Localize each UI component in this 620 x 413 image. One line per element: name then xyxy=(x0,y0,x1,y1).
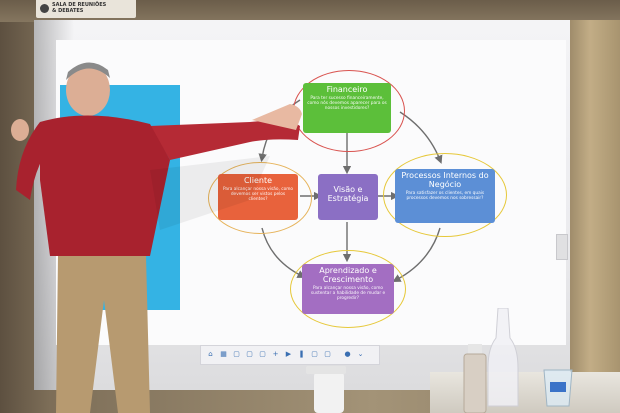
node-cliente-desc: Para alcançar nossa visão, como devemos … xyxy=(222,187,294,202)
play-icon[interactable]: ▶ xyxy=(285,350,292,358)
ring-processos xyxy=(383,153,507,237)
table xyxy=(430,372,620,413)
sign-line1: SALA DE REUNIÕES xyxy=(52,2,107,8)
wooden-post xyxy=(570,20,620,413)
node-visao-title: Visão e Estratégia xyxy=(327,185,369,203)
pause-icon[interactable]: ❚ xyxy=(298,350,305,358)
page-icon[interactable]: ▢ xyxy=(246,350,253,358)
page-icon[interactable]: ▢ xyxy=(233,350,240,358)
node-processos-title: Processos Internos do Negócio xyxy=(401,171,489,189)
presenter-toolbar: ⌂ ▦ ▢ ▢ ▢ + ▶ ❚ ▢ ▢ ● ⌄ xyxy=(200,345,380,365)
wall-top xyxy=(0,0,620,22)
node-aprendizado-desc: Para alcançar nossa visão, como sustenta… xyxy=(310,286,386,301)
node-visao: Visão e Estratégia xyxy=(318,174,378,220)
node-financeiro-desc: Para ter sucesso financeiramente, como n… xyxy=(307,96,387,111)
node-cliente-title: Cliente xyxy=(221,176,295,185)
page-icon[interactable]: ▢ xyxy=(324,350,331,358)
node-aprendizado: Aprendizado e Crescimento Para alcançar … xyxy=(302,264,394,314)
page-icon[interactable]: ▢ xyxy=(311,350,318,358)
ring-aprendizado xyxy=(290,250,406,328)
circle-icon[interactable]: ● xyxy=(344,350,351,358)
node-processos-desc: Para satisfazer os clientes, em quais pr… xyxy=(405,191,485,201)
node-cliente: Cliente Para alcançar nossa visão, como … xyxy=(218,174,298,220)
node-aprendizado-title: Aprendizado e Crescimento xyxy=(319,266,377,284)
home-icon[interactable]: ⌂ xyxy=(208,350,213,358)
water-bottle xyxy=(487,308,519,407)
node-financeiro: Financeiro Para ter sucesso financeirame… xyxy=(303,83,391,133)
presenter xyxy=(11,62,302,413)
grid-icon[interactable]: ▦ xyxy=(220,350,227,358)
cup xyxy=(543,369,573,407)
ring-cliente xyxy=(208,162,312,234)
plus-icon[interactable]: + xyxy=(272,350,279,358)
glass-bottle xyxy=(463,344,487,413)
sign-line2: & DEBATES xyxy=(52,8,84,14)
spray-bottle xyxy=(306,366,346,413)
chevron-icon[interactable]: ⌄ xyxy=(357,350,364,358)
node-processos: Processos Internos do Negócio Para satis… xyxy=(395,169,495,223)
page-icon[interactable]: ▢ xyxy=(259,350,266,358)
seal-icon xyxy=(40,4,49,13)
room-sign: SALA DE REUNIÕES & DEBATES xyxy=(36,0,136,18)
node-financeiro-title: Financeiro xyxy=(326,85,368,94)
slide-side-control[interactable] xyxy=(556,234,568,260)
